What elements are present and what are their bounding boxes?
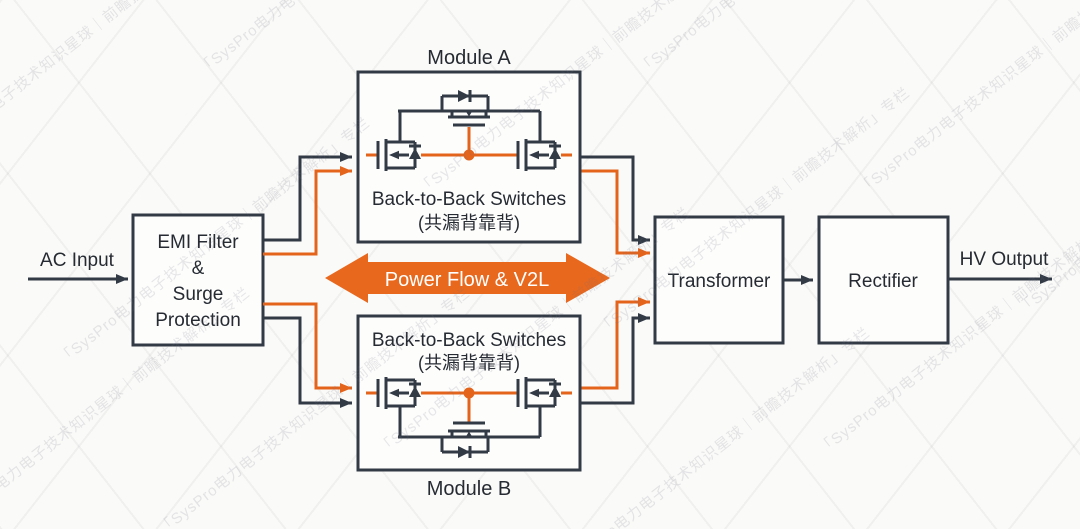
mosfet-a-center-arrows bbox=[458, 90, 473, 117]
emi-line-4: Protection bbox=[155, 310, 241, 331]
transformer-box bbox=[653, 215, 785, 345]
power-flow-label: Power Flow & V2L bbox=[385, 269, 550, 291]
hv-output-label: HV Output bbox=[960, 249, 1049, 270]
body-diode-icon bbox=[409, 148, 421, 159]
power-flow-arrow-shape bbox=[325, 253, 610, 303]
module-a-caption-1: Back-to-Back Switches bbox=[372, 189, 566, 210]
module-b-caption-2: (共漏背靠背) bbox=[418, 353, 520, 373]
mosfet-b-center-arrows bbox=[458, 431, 473, 458]
emi-line-2: & bbox=[192, 258, 205, 279]
mosfet-a-right-arrows bbox=[529, 148, 561, 160]
mosfet-a-right bbox=[516, 111, 561, 171]
module-a-caption-2: (共漏背靠背) bbox=[418, 213, 520, 233]
emi-line-1: EMI Filter bbox=[157, 232, 239, 253]
wire-module-b-to-transformer-orange bbox=[580, 297, 650, 390]
module-b-block: Back-to-Back Switches (共漏背靠背) bbox=[356, 314, 582, 500]
mosfet-b-left-arrows bbox=[389, 386, 421, 398]
mosfet-a-left-arrows bbox=[389, 148, 421, 160]
top-diode-icon bbox=[458, 90, 470, 102]
body-diode-icon bbox=[549, 148, 561, 159]
emi-filter-box bbox=[131, 213, 265, 347]
wire-module-a-to-transformer-dark bbox=[580, 155, 650, 245]
power-flow-arrow: Power Flow & V2L bbox=[325, 253, 610, 303]
wire-emi-to-module-a-orange bbox=[263, 166, 352, 256]
rectifier-label: Rectifier bbox=[848, 271, 918, 292]
module-b-midpoint-node bbox=[463, 387, 475, 399]
module-a-title: Module A bbox=[427, 47, 511, 69]
bottom-diode-icon bbox=[458, 446, 470, 458]
module-a-block: Module A bbox=[356, 47, 582, 244]
wire-emi-to-module-b-orange bbox=[263, 302, 352, 393]
wire-emi-to-module-a-dark bbox=[263, 152, 352, 242]
wire-module-b-to-transformer-dark bbox=[580, 313, 650, 405]
ac-input-label: AC Input bbox=[40, 250, 115, 271]
module-b-caption-1: Back-to-Back Switches bbox=[372, 330, 566, 351]
module-b-title: Module B bbox=[427, 478, 512, 500]
transformer-block: Transformer bbox=[653, 215, 785, 345]
transformer-label: Transformer bbox=[668, 271, 771, 292]
body-diode-icon bbox=[549, 386, 561, 397]
body-diode-icon bbox=[409, 386, 421, 397]
mosfet-b-right-arrows bbox=[529, 386, 561, 398]
wire-module-a-to-transformer-orange bbox=[580, 169, 650, 258]
wire-emi-to-module-b-dark bbox=[263, 316, 352, 408]
rectifier-block: Rectifier bbox=[817, 215, 950, 345]
rectifier-box bbox=[817, 215, 950, 345]
emi-line-3: Surge bbox=[173, 284, 224, 305]
emi-filter-block: EMI Filter & Surge Protection bbox=[131, 213, 265, 347]
module-a-midpoint-node bbox=[463, 149, 475, 161]
